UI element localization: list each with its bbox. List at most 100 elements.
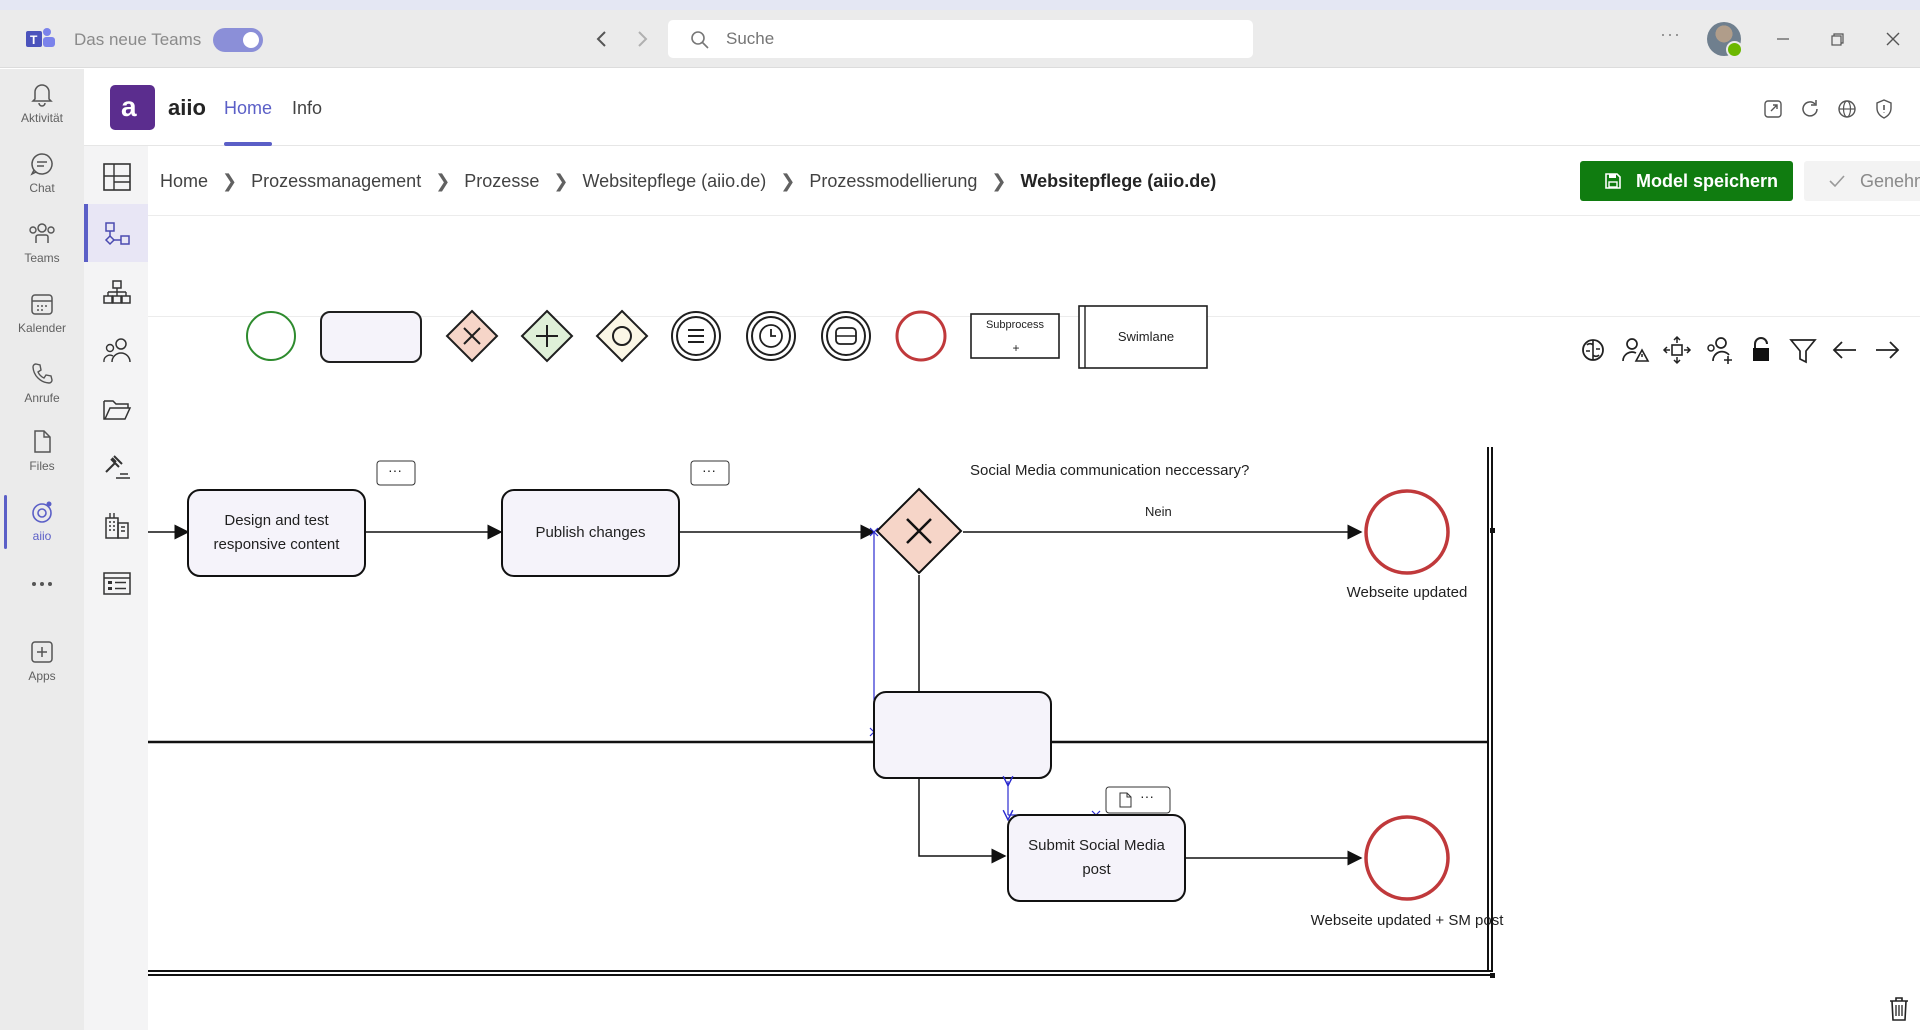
user-warning-icon[interactable] bbox=[1620, 335, 1650, 365]
task-menu-button[interactable] bbox=[690, 460, 730, 486]
sidebar-item-dashboard[interactable] bbox=[84, 146, 148, 204]
start-event-shape[interactable] bbox=[245, 310, 297, 362]
open-external-icon[interactable] bbox=[1762, 98, 1784, 120]
lock-icon[interactable] bbox=[1746, 335, 1776, 365]
chevron-right-icon: ❯ bbox=[222, 171, 238, 191]
approve-button[interactable]: Genehmigen bbox=[1804, 161, 1920, 201]
restore-icon[interactable] bbox=[1822, 24, 1852, 54]
task-publish-changes[interactable] bbox=[501, 489, 680, 577]
end-event-label: Webseite updated bbox=[1346, 584, 1468, 601]
resize-handle[interactable] bbox=[1490, 528, 1495, 533]
breadcrumb-item[interactable]: Prozessmanagement bbox=[251, 171, 422, 191]
trash-icon[interactable] bbox=[1888, 996, 1910, 1022]
timer-event-shape[interactable] bbox=[745, 310, 797, 362]
more-options-icon[interactable]: ··· bbox=[1660, 24, 1681, 44]
more-dots-icon[interactable]: ··· bbox=[702, 462, 716, 478]
sidebar-item-process-model[interactable] bbox=[84, 204, 148, 262]
search-input[interactable] bbox=[726, 27, 1226, 51]
active-tab-indicator bbox=[224, 142, 272, 146]
phone-icon bbox=[32, 363, 53, 384]
sidebar-item-list[interactable] bbox=[84, 552, 148, 610]
sidebar-item-organization[interactable] bbox=[84, 494, 148, 552]
parallel-gateway-shape[interactable] bbox=[520, 309, 574, 363]
task-empty[interactable] bbox=[873, 691, 1052, 779]
add-participant-icon[interactable] bbox=[1704, 335, 1734, 365]
redo-arrow-icon[interactable] bbox=[1872, 335, 1902, 365]
breadcrumb-item[interactable]: Home bbox=[160, 171, 209, 191]
task-shape[interactable] bbox=[320, 311, 422, 363]
breadcrumb-item[interactable]: Prozesse bbox=[464, 171, 540, 191]
bell-icon bbox=[31, 84, 53, 107]
chevron-right-icon: ❯ bbox=[553, 171, 569, 191]
document-icon[interactable] bbox=[1119, 792, 1132, 808]
end-event-website-updated[interactable] bbox=[1364, 489, 1450, 575]
app-name: aiio bbox=[168, 95, 206, 120]
sidebar-item-org-chart[interactable] bbox=[84, 262, 148, 320]
task-design-test[interactable] bbox=[187, 489, 366, 577]
breadcrumb-item[interactable]: Prozessmodellierung bbox=[809, 171, 978, 191]
shield-icon[interactable] bbox=[1873, 98, 1895, 120]
rail-label: Files bbox=[29, 459, 55, 473]
bpmn-canvas[interactable]: Design and test responsive content ··· P… bbox=[148, 369, 1920, 1030]
end-event-shape[interactable] bbox=[895, 310, 947, 362]
rail-item-activity[interactable]: Aktivität bbox=[0, 69, 84, 135]
rail-item-aiio[interactable]: aiio bbox=[0, 487, 84, 553]
search-box[interactable] bbox=[668, 20, 1253, 58]
rail-item-files[interactable]: Files bbox=[0, 417, 84, 483]
minimize-icon[interactable] bbox=[1768, 24, 1798, 54]
tab-home[interactable]: Home bbox=[224, 98, 273, 118]
rail-item-apps[interactable]: Apps bbox=[0, 627, 84, 693]
breadcrumb-item[interactable]: Websitepflege (aiio.de) bbox=[582, 171, 767, 191]
task-menu-button[interactable] bbox=[376, 460, 416, 486]
rail-item-more[interactable] bbox=[0, 565, 84, 605]
close-icon[interactable] bbox=[1878, 24, 1908, 54]
sidebar-item-roles[interactable] bbox=[84, 320, 148, 378]
save-icon bbox=[1605, 173, 1621, 189]
teams-logo-icon[interactable]: T bbox=[26, 27, 56, 51]
refresh-icon[interactable] bbox=[1799, 98, 1821, 120]
end-event-label: Webseite updated + SM post bbox=[1310, 912, 1504, 929]
search-icon bbox=[691, 31, 709, 49]
more-dots-icon[interactable]: ··· bbox=[388, 462, 402, 478]
breadcrumb-bar: Home❯Prozessmanagement❯Prozesse❯Websitep… bbox=[148, 146, 1920, 216]
tab-info[interactable]: Info bbox=[292, 98, 323, 118]
more-dots-icon[interactable]: ··· bbox=[1140, 788, 1154, 804]
chat-icon bbox=[30, 153, 53, 176]
sidebar-item-documents[interactable] bbox=[84, 378, 148, 436]
calendar-icon bbox=[31, 294, 53, 315]
bpmn-palette: Subprocess + Swimlane bbox=[148, 217, 1920, 369]
checkmark-icon bbox=[1829, 175, 1845, 188]
end-event-website-sm[interactable] bbox=[1364, 815, 1450, 901]
rail-item-teams[interactable]: Teams bbox=[0, 209, 84, 275]
new-teams-toggle[interactable] bbox=[213, 28, 263, 52]
globe-icon[interactable] bbox=[1836, 98, 1858, 120]
message-event-shape[interactable] bbox=[820, 310, 872, 362]
rail-item-calendar[interactable]: Kalender bbox=[0, 279, 84, 345]
flow-no-label: Nein bbox=[1145, 504, 1172, 519]
task-toolbar[interactable] bbox=[1105, 786, 1171, 814]
forward-arrow-icon[interactable] bbox=[630, 26, 654, 52]
breadcrumb: Home❯Prozessmanagement❯Prozesse❯Websitep… bbox=[160, 171, 1216, 192]
undo-arrow-icon[interactable] bbox=[1830, 335, 1860, 365]
apps-icon bbox=[31, 641, 53, 663]
user-avatar[interactable] bbox=[1707, 22, 1743, 58]
swimlane-shape[interactable]: Swimlane bbox=[1078, 305, 1208, 369]
save-model-button[interactable]: Model speichern bbox=[1580, 161, 1793, 201]
ai-brain-icon[interactable] bbox=[1578, 335, 1608, 365]
subprocess-label: Subprocess bbox=[985, 319, 1045, 331]
back-arrow-icon[interactable] bbox=[590, 26, 614, 52]
subprocess-shape[interactable]: Subprocess + bbox=[970, 313, 1060, 361]
exclusive-gateway-shape[interactable] bbox=[445, 309, 499, 363]
fit-to-screen-icon[interactable] bbox=[1662, 335, 1692, 365]
module-sidebar bbox=[84, 146, 148, 1030]
sidebar-item-compliance[interactable] bbox=[84, 436, 148, 494]
title-bar: T Das neue Teams ··· bbox=[0, 10, 1920, 68]
inclusive-gateway-shape[interactable] bbox=[595, 309, 649, 363]
resize-handle[interactable] bbox=[1490, 973, 1495, 978]
diagram-svg bbox=[148, 447, 1495, 978]
filter-icon[interactable] bbox=[1788, 335, 1818, 365]
conditional-event-shape[interactable] bbox=[670, 310, 722, 362]
rail-item-chat[interactable]: Chat bbox=[0, 139, 84, 205]
rail-item-calls[interactable]: Anrufe bbox=[0, 349, 84, 415]
sequence-flow-yes[interactable] bbox=[918, 575, 1007, 864]
